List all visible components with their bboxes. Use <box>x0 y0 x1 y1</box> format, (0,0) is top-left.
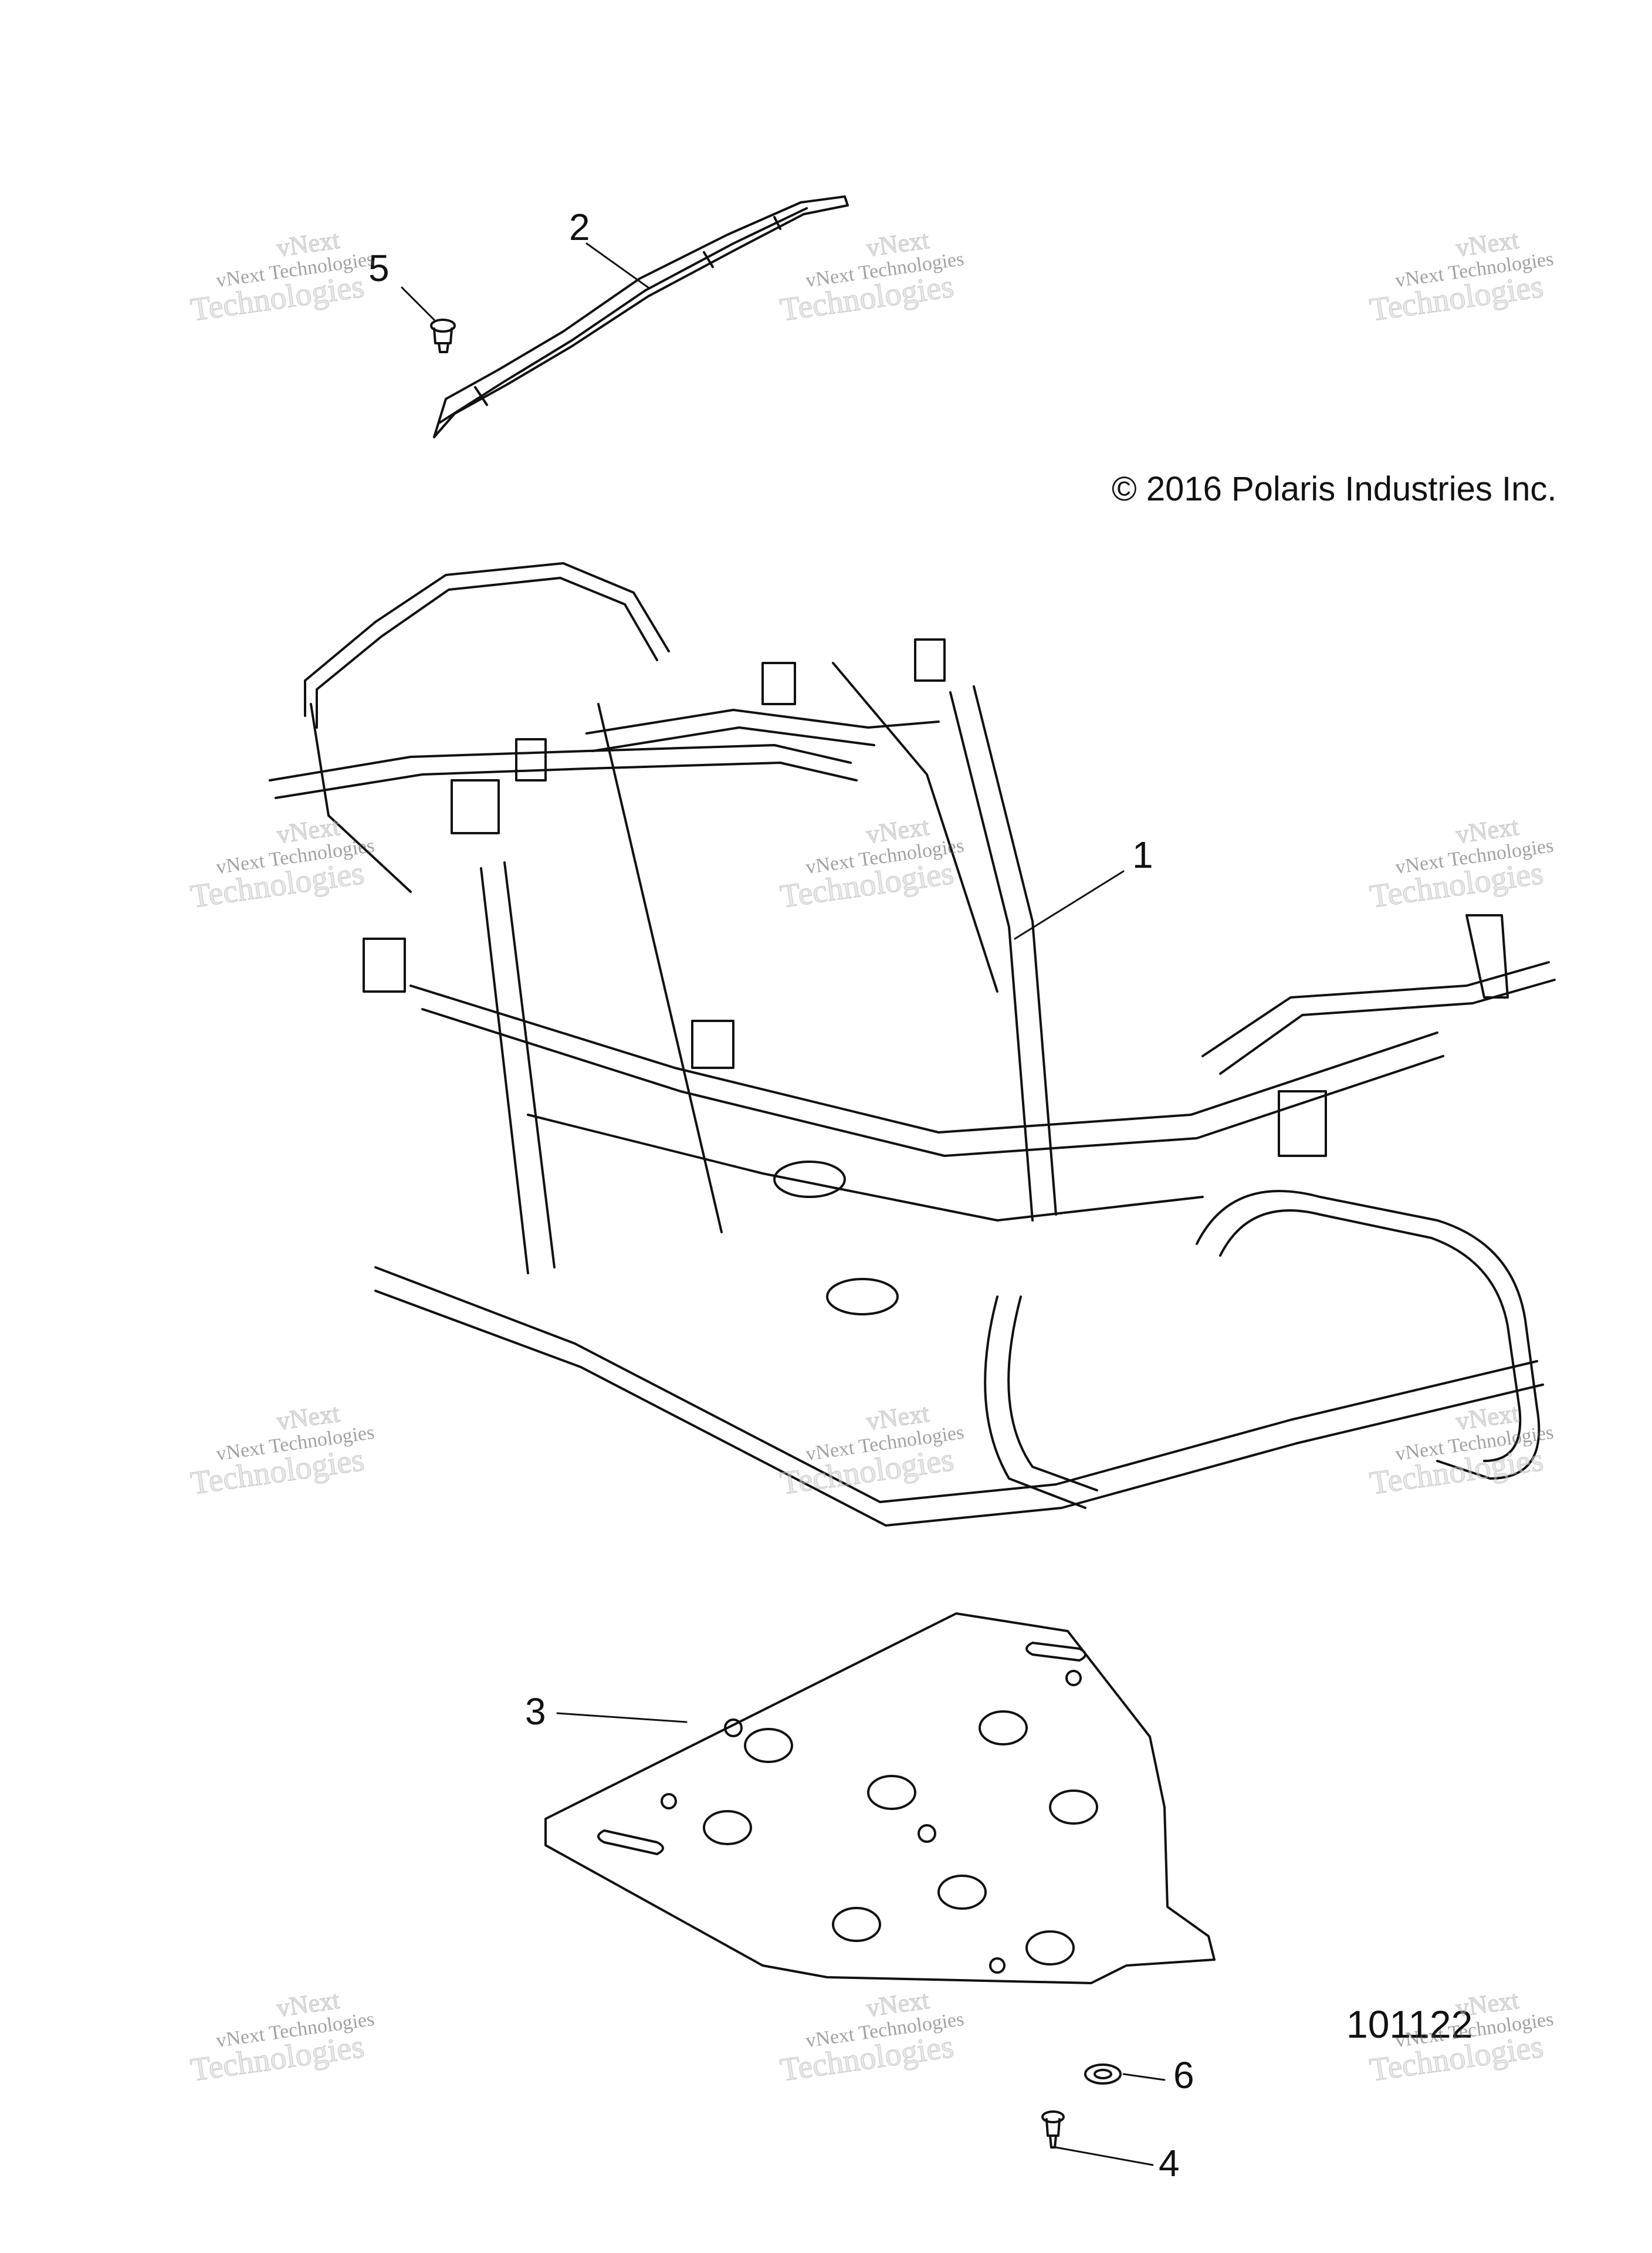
leader-line-3 <box>556 1712 688 1723</box>
callout-6: 6 <box>1173 2054 1194 2096</box>
callout-4: 4 <box>1159 2142 1180 2184</box>
leader-line-1 <box>1014 870 1125 940</box>
screw-part[interactable] <box>1041 2110 1065 2149</box>
callout-1: 1 <box>1132 834 1153 876</box>
nut-part[interactable] <box>1084 2063 1122 2085</box>
main-frame-part[interactable] <box>269 562 1556 1527</box>
leader-line-2 <box>585 242 649 289</box>
frame-rail-part[interactable] <box>433 195 849 438</box>
leader-line-4 <box>1055 2146 1154 2166</box>
leader-line-5 <box>401 286 435 321</box>
leader-line-6 <box>1122 2073 1166 2081</box>
callout-2: 2 <box>569 206 590 248</box>
skid-plate-part[interactable] <box>544 1612 1216 1984</box>
callout-5: 5 <box>368 247 390 289</box>
callout-3: 3 <box>525 1690 546 1733</box>
bolt-part[interactable] <box>430 319 456 353</box>
copyright-notice: © 2016 Polaris Industries Inc. <box>1112 470 1557 508</box>
diagram-number: 101122 <box>1346 2002 1473 2046</box>
